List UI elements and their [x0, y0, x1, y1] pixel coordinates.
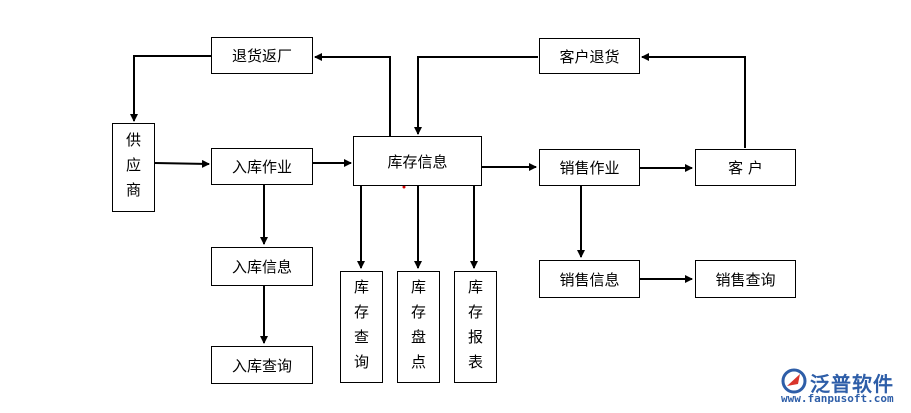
node-inventory-check: 库存盘点	[397, 271, 440, 383]
edge-return-inventory	[414, 56, 538, 135]
node-sales-query: 销售查询	[695, 260, 796, 298]
node-sales-op: 销售作业	[539, 149, 640, 186]
node-inventory-info: 库存信息	[353, 136, 482, 186]
logo-name: 泛普软件	[810, 372, 894, 396]
logo-url: www.fanpusoft.com	[781, 392, 894, 405]
edge-inventory-returnfactory	[314, 53, 391, 136]
node-inventory-report: 库存报表	[454, 271, 497, 383]
node-return-factory: 退货返厂	[211, 37, 313, 74]
node-supplier: 供应商	[112, 123, 155, 212]
node-sales-info: 销售信息	[539, 260, 640, 298]
red-dot	[402, 185, 406, 189]
node-inbound-query: 入库查询	[211, 346, 313, 384]
node-inbound-op: 入库作业	[211, 148, 313, 185]
edge-returnfactory-supplier	[130, 55, 211, 122]
fanpu-logo-icon	[781, 368, 807, 394]
node-customer-return: 客户退货	[539, 38, 640, 74]
node-customer: 客 户	[695, 149, 796, 186]
node-inventory-query: 库存查询	[340, 271, 383, 383]
node-inbound-info: 入库信息	[211, 247, 313, 286]
edge-customer-return	[641, 53, 746, 148]
edge-supplier-inbound	[154, 159, 210, 168]
